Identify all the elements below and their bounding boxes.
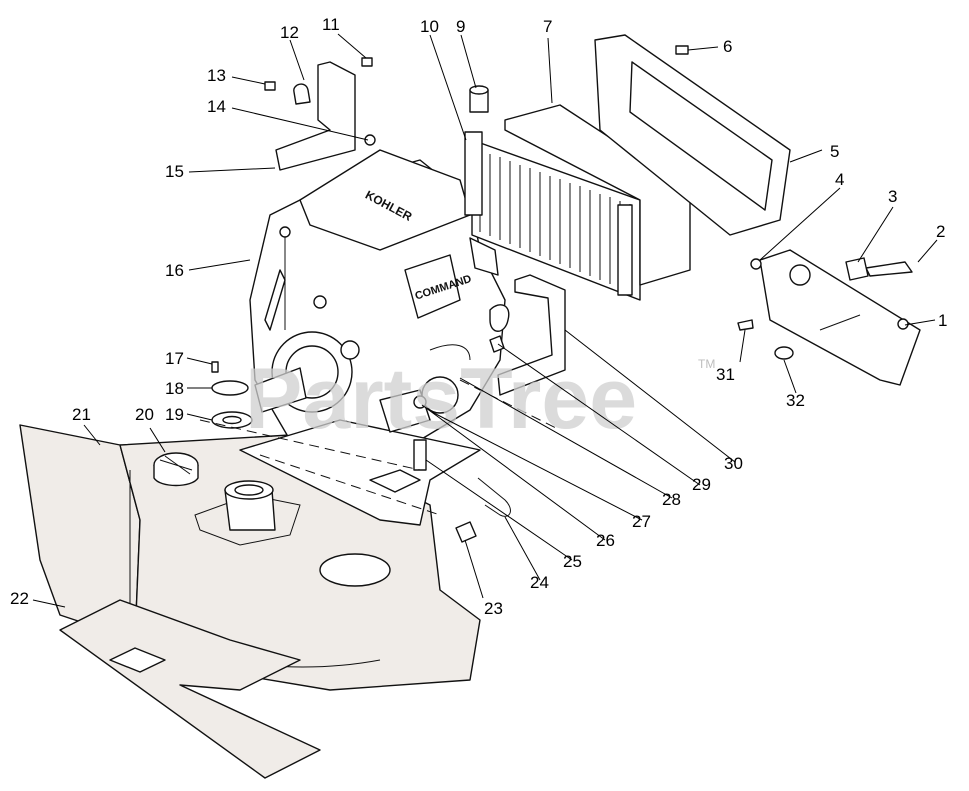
callout-3: 3	[888, 187, 897, 206]
callout-22: 22	[10, 589, 29, 608]
bolt-part-31	[737, 319, 754, 331]
fuel-cap-part-20	[153, 452, 199, 487]
callout-10: 10	[420, 17, 439, 36]
nut-part-4	[750, 258, 762, 270]
callout-6: 6	[723, 37, 732, 56]
callout-2: 2	[936, 222, 945, 241]
nut-part-14	[364, 134, 376, 146]
callout-23: 23	[484, 599, 503, 618]
crankshaft	[254, 367, 307, 413]
callout-20: 20	[135, 405, 154, 424]
callout-24: 24	[530, 573, 549, 592]
control-panel	[759, 249, 921, 386]
callout-9: 9	[456, 17, 465, 36]
callout-19: 19	[165, 405, 184, 424]
callout-14: 14	[207, 97, 226, 116]
callout-17: 17	[165, 349, 184, 368]
shroud-part-7	[504, 104, 691, 286]
callout-1: 1	[938, 311, 947, 330]
plate-part-18	[211, 380, 249, 396]
partstree-watermark: PartsTree	[245, 351, 637, 447]
callout-29: 29	[692, 475, 711, 494]
cap-part-23	[455, 521, 477, 543]
fuel-pump-part-27	[413, 395, 427, 409]
callout-27: 27	[632, 512, 651, 531]
bolt-part-13	[264, 81, 276, 91]
callout-7: 7	[543, 17, 552, 36]
nut-part-1	[897, 318, 909, 330]
fitting-part-9	[469, 85, 489, 113]
hose-part-26	[429, 344, 471, 361]
engine-block: KOHLER COMMAND	[249, 149, 510, 461]
callout-15: 15	[165, 162, 184, 181]
callout-21: 21	[72, 405, 91, 424]
floor-pan-part-22	[59, 599, 321, 779]
callout-25: 25	[563, 552, 582, 571]
callout-31: 31	[716, 365, 735, 384]
callout-32: 32	[786, 391, 805, 410]
switch-part-2	[865, 261, 913, 277]
callout-16: 16	[165, 261, 184, 280]
clamp-part-12	[293, 83, 311, 105]
watermark-trademark: TM	[698, 357, 715, 371]
oil-cooler-part-10	[464, 131, 641, 301]
screw-part-6	[675, 45, 689, 55]
callout-11: 11	[322, 15, 340, 34]
callout-labels: 1 2 3 4 5 6 7 9 10 11 12 13 14 15 16 17 …	[10, 15, 947, 618]
leader-lines	[32, 33, 938, 608]
fuel-line-part-24	[477, 477, 511, 517]
fitting-part-25	[413, 439, 427, 471]
bracket-part-30	[497, 274, 566, 396]
callout-12: 12	[280, 23, 299, 42]
dipstick-part-16	[279, 226, 291, 330]
screen-frame-part-5	[594, 34, 791, 236]
callout-13: 13	[207, 66, 226, 85]
knob-part-32	[774, 346, 794, 360]
callout-26: 26	[596, 531, 615, 550]
knob-part-3	[845, 257, 869, 281]
callout-28: 28	[662, 490, 681, 509]
callout-30: 30	[724, 454, 743, 473]
bolt-part-11	[361, 57, 373, 67]
callout-5: 5	[830, 142, 839, 161]
screw-part-17	[211, 361, 219, 373]
bracket-part-15	[275, 61, 356, 171]
callout-18: 18	[165, 379, 184, 398]
callout-4: 4	[835, 170, 844, 189]
filler-neck	[224, 480, 276, 531]
